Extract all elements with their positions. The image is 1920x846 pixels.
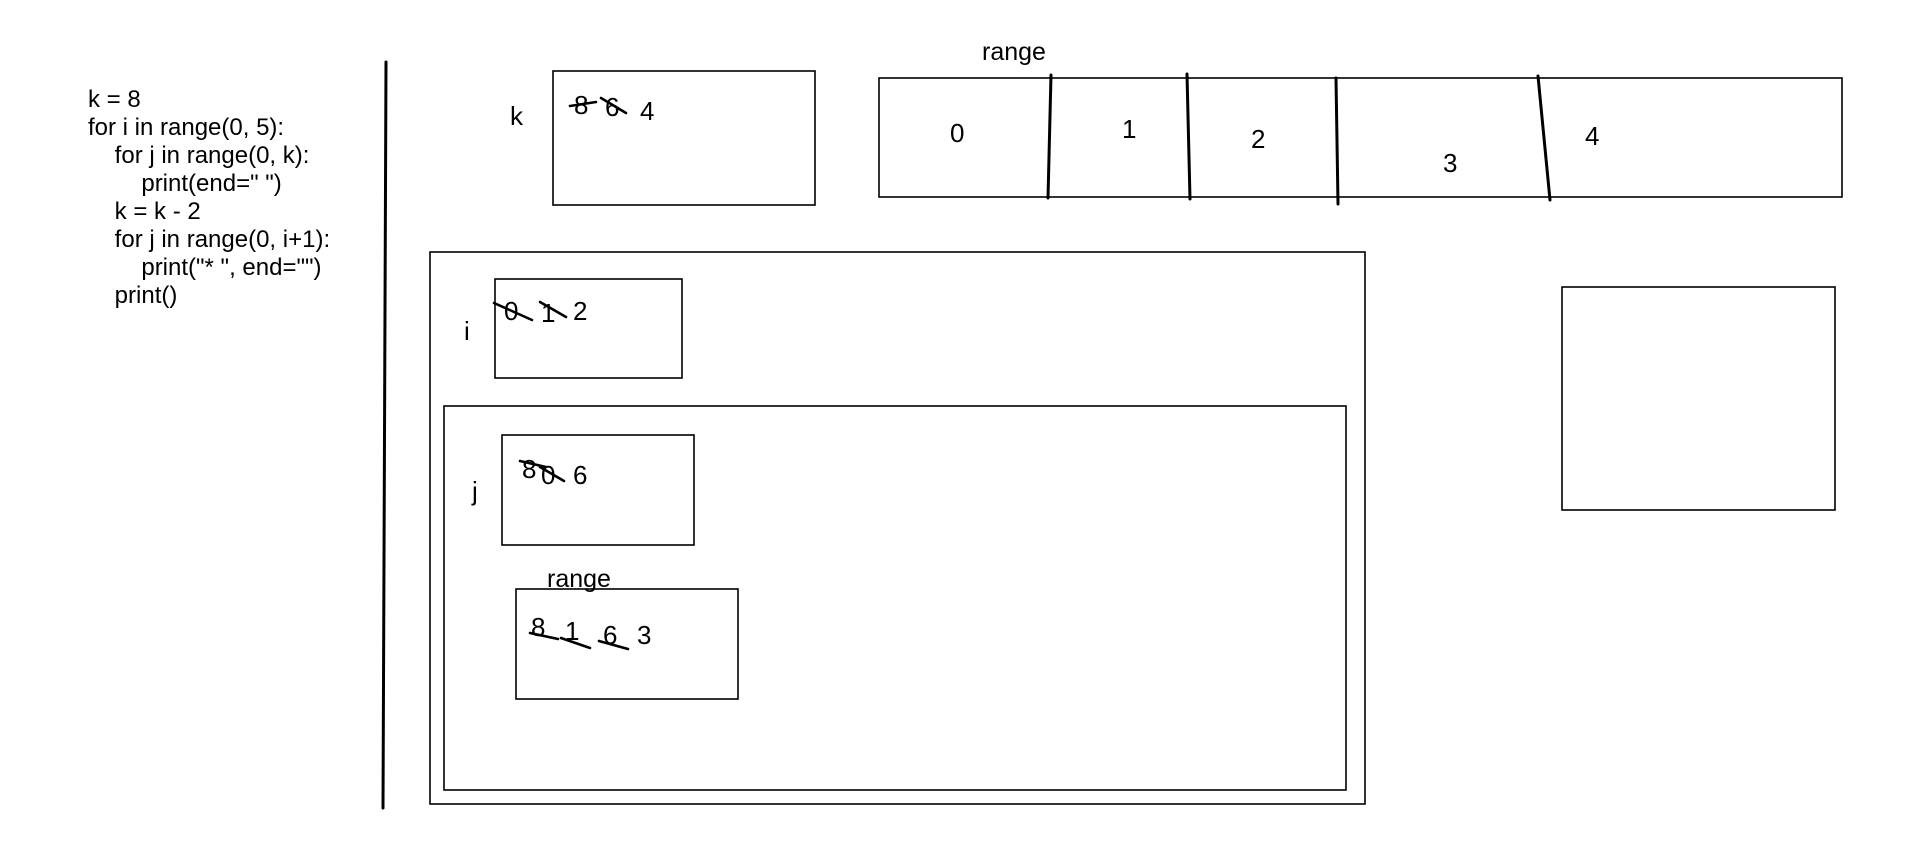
outer-range-label: range — [982, 38, 1046, 66]
code-line: k = k - 2 — [88, 198, 201, 225]
code-line: print("* ", end="") — [88, 254, 322, 281]
outer-range-divider — [1334, 76, 1340, 206]
i-box — [494, 278, 683, 379]
outer-range-cell: 1 — [1122, 114, 1136, 144]
code-line: for i in range(0, 5): — [88, 114, 285, 141]
crossed-out-value: 6 — [605, 92, 619, 122]
current-value: 2 — [573, 296, 587, 326]
outer-range-divider — [1185, 72, 1192, 201]
strike-through-mark — [568, 100, 598, 108]
divider-line — [381, 60, 388, 810]
code-line: k = 8 — [88, 86, 141, 113]
crossed-out-value: 8 — [522, 454, 536, 484]
outer-loop-frame — [429, 251, 1366, 805]
current-value: 3 — [637, 620, 651, 650]
output-box — [1561, 286, 1836, 511]
strike-through-mark — [518, 459, 548, 469]
code-listing: k = 8 for i in range(0, 5): for j in ran… — [88, 86, 330, 310]
k-values: 864 — [568, 90, 654, 126]
outer-range-divider — [1046, 73, 1053, 200]
strike-through-mark — [538, 465, 566, 483]
outer-range-divider — [1536, 74, 1552, 202]
crossed-out-value: 8 — [531, 612, 545, 642]
code-line: for j in range(0, i+1): — [88, 226, 331, 253]
crossed-out-value: 0 — [541, 460, 555, 490]
strike-through-mark — [538, 300, 568, 319]
j-box — [501, 434, 695, 546]
code-line: print() — [88, 282, 178, 309]
outer-range-cell: 2 — [1251, 124, 1265, 154]
strike-through-mark — [492, 301, 534, 322]
code-line: print(end=" ") — [88, 170, 282, 197]
outer-range-cell: 0 — [950, 118, 964, 148]
inner-loop-frame — [443, 405, 1347, 791]
current-value: 4 — [640, 96, 654, 126]
strike-through-mark — [528, 631, 560, 641]
i-values: 012 — [492, 296, 587, 328]
strike-through-mark — [597, 639, 630, 651]
outer-range-cell: 4 — [1585, 121, 1599, 151]
i-label: i — [464, 316, 470, 346]
crossed-out-value: 1 — [565, 616, 579, 646]
outer-range-strip — [878, 77, 1843, 198]
k-label: k — [510, 101, 524, 131]
strike-through-mark — [559, 636, 592, 650]
current-value: 6 — [573, 460, 587, 490]
k-box — [552, 70, 816, 206]
strike-through-mark — [599, 96, 628, 115]
j-label: j — [471, 476, 478, 506]
code-line: for j in range(0, k): — [88, 142, 310, 169]
inner-range-box — [515, 588, 739, 700]
outer-range-cell: 3 — [1443, 148, 1457, 178]
